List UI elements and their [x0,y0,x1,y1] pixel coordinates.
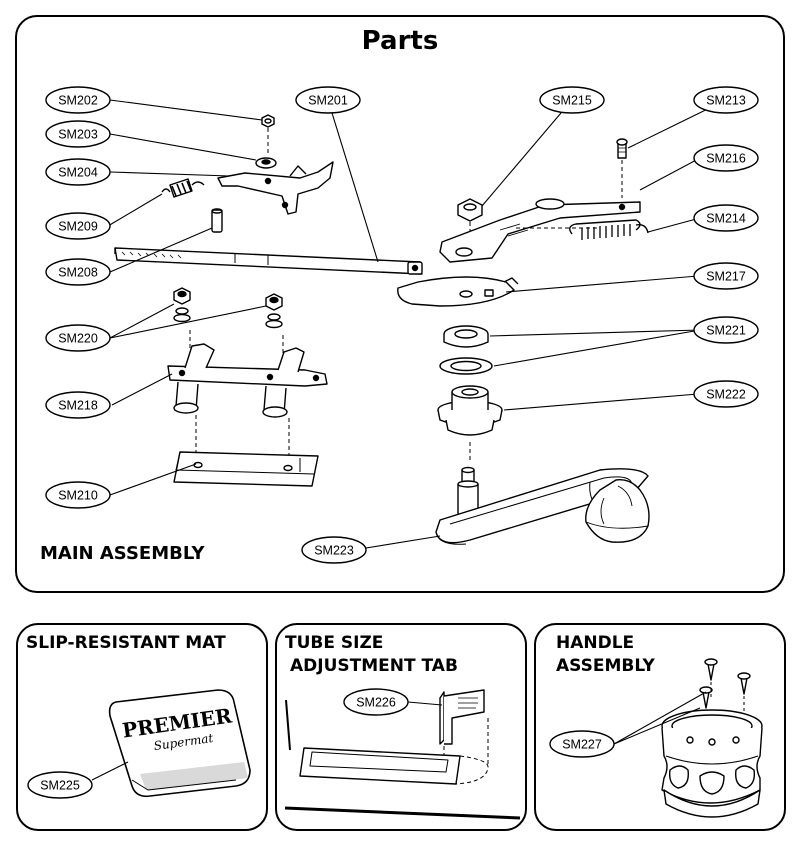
callout-sm225: SM225 [27,771,93,799]
main-assembly-panel [15,15,785,593]
part-sm225-mat [108,689,251,798]
callout-sm203: SM203 [45,120,111,148]
svg-text:SM222: SM222 [706,388,746,402]
svg-text:SM217: SM217 [706,270,746,284]
svg-text:SM218: SM218 [58,399,98,413]
callout-sm222: SM222 [693,380,759,408]
callout-sm209: SM209 [45,212,111,240]
svg-text:SM203: SM203 [58,128,98,142]
part-sm210-base [173,451,319,487]
callout-sm217: SM217 [693,262,759,290]
handle-panel-title-line1: HANDLE [556,633,635,653]
tube-panel-title-line1: TUBE SIZE [285,633,384,653]
part-sm220-nuts-washers [173,287,283,329]
tube-panel-title-line2: ADJUSTMENT TAB [290,656,458,676]
callout-sm227: SM227 [549,730,615,758]
svg-text:SM208: SM208 [58,266,98,280]
part-sm202-nut [261,114,275,128]
part-sm208-pin [211,208,223,233]
part-sm209-spring [161,178,205,198]
leader-lines [107,99,727,549]
part-sm223-handle [435,466,650,545]
part-sm227-screws [699,658,751,716]
part-sm222-bushing [437,385,503,436]
callout-sm201: SM201 [295,86,361,114]
svg-text:SM209: SM209 [58,220,98,234]
slip-resistant-mat-title: SLIP-RESISTANT MAT [26,633,226,653]
svg-text:SM214: SM214 [706,212,746,226]
handle-panel-title-line2: ASSEMBLY [556,656,655,676]
callout-sm214: SM214 [693,204,759,232]
tube-slot [284,699,521,820]
callout-sm204: SM204 [45,158,111,186]
part-sm216-plate [439,198,641,263]
svg-text:SM204: SM204 [58,166,98,180]
main-assembly-label: MAIN ASSEMBLY [40,543,205,564]
callout-sm223: SM223 [301,536,367,564]
part-sm217-cam [397,276,519,307]
svg-text:SM210: SM210 [58,489,98,503]
svg-text:SM201: SM201 [308,94,348,108]
svg-text:SM215: SM215 [552,94,592,108]
part-sm221-nut-washer [439,325,493,375]
svg-text:SM226: SM226 [356,696,396,710]
svg-text:SM221: SM221 [706,324,746,338]
part-sm203-washer [255,157,277,169]
part-sm215-nut [457,198,483,222]
svg-text:SM220: SM220 [58,332,98,346]
tube-size-adjustment-tab-panel [275,623,527,831]
svg-text:SM213: SM213 [706,94,746,108]
svg-text:SM223: SM223 [314,544,354,558]
callout-sm210: SM210 [45,481,111,509]
callout-sm202: SM202 [45,86,111,114]
callout-sm208: SM208 [45,258,111,286]
svg-text:SM227: SM227 [562,738,602,752]
callout-sm215: SM215 [539,86,605,114]
part-sm218-bracket [167,343,328,418]
part-sm204-lever [217,161,334,215]
callout-sm220: SM220 [45,324,111,352]
svg-text:SM225: SM225 [40,779,80,793]
callout-sm213: SM213 [693,86,759,114]
part-sm226-tab [439,689,489,766]
part-sm214-spring [569,219,649,240]
callout-sm216: SM216 [693,144,759,172]
callout-sm226: SM226 [343,688,409,716]
callout-sm218: SM218 [45,391,111,419]
handle-knob [661,709,763,818]
callout-sm221: SM221 [693,316,759,344]
svg-text:SM202: SM202 [58,94,98,108]
svg-text:SM216: SM216 [706,152,746,166]
part-sm213-screw [616,138,628,159]
page-title: Parts [361,26,439,56]
part-sm201-bar [114,247,423,275]
